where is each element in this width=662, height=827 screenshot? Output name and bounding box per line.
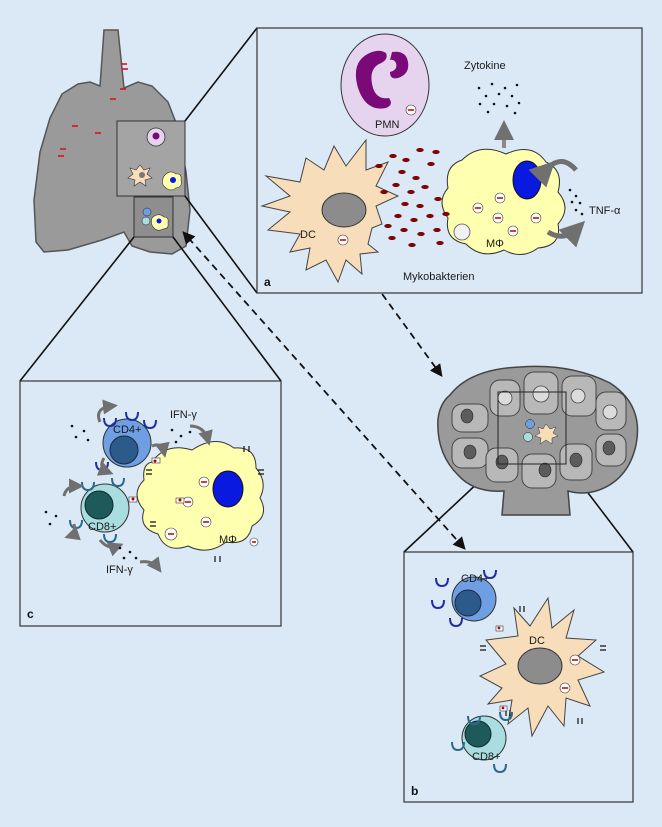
phagosomes-a: [472, 192, 542, 237]
tnf-arrow-upper: [528, 159, 578, 188]
cd8-b-label: CD8+: [472, 751, 500, 763]
lymph-open-centers: [497, 385, 618, 420]
lung-overview: [33, 29, 191, 255]
dendritic-cell-a: DC: [260, 138, 400, 284]
macrophage-c-label: MΦ: [219, 534, 237, 546]
panel-b: DC CD4+ CD8+: [403, 551, 634, 803]
ifn-label-c-1: IFN-γ: [170, 409, 197, 421]
synapse-bacteria-b: [495, 625, 508, 712]
dc-a-label: DC: [300, 229, 316, 241]
cd4-c-label: CD4+: [113, 424, 141, 436]
lymph-zoom-box: [497, 391, 567, 465]
cd8-c-label: CD8+: [88, 521, 116, 533]
cd8-tcell-c: CD8+: [69, 477, 130, 544]
mykobakterien-label: Mykobakterien: [403, 271, 475, 283]
lymph-germinal-centers: [460, 408, 616, 478]
dc-a-nucleus: [321, 192, 367, 228]
tnf-dots: [568, 188, 584, 216]
pmn-cell: PMN: [340, 33, 430, 137]
cd4-tcell-c: CD4+: [95, 411, 157, 472]
cd4-b-label: CD4+: [461, 573, 489, 585]
panel-a-letter: a: [264, 275, 271, 289]
cd8-tcell-b: CD8+: [451, 711, 513, 774]
dc-b-label: DC: [529, 635, 545, 647]
macrophage-a-label: MΦ: [486, 238, 504, 250]
zytokine-label: Zytokine: [464, 60, 506, 72]
phagosomes-c: [164, 476, 259, 547]
dc-b-nucleus: [517, 647, 563, 685]
tnf-label: TNF-α: [589, 205, 621, 217]
macrophage-c-nucleus: [212, 470, 244, 508]
lymph-node: [437, 365, 639, 516]
macrophage-c: [136, 441, 265, 551]
tnf-arrow-lower: [546, 220, 586, 248]
macrophage-a-nucleus: [512, 160, 542, 200]
cytokine-dots: [477, 82, 521, 115]
cd4-tcell-b: CD4+: [431, 569, 497, 628]
panel-c-letter: c: [27, 607, 34, 621]
mycobacteria-cloud: [375, 147, 450, 248]
ifn-dots-c: [44, 424, 192, 560]
panel-b-letter: b: [411, 784, 418, 798]
migration-arrows: [182, 231, 466, 550]
panel-c: MΦ CD4+ CD8+: [19, 380, 282, 627]
macrophage-c-receptors: [146, 446, 264, 562]
pmn-label: PMN: [375, 119, 400, 131]
dendritic-cell-b: DC: [478, 596, 606, 738]
synapse-bacteria-c: [128, 457, 185, 504]
ifn-arrows: [62, 399, 213, 573]
panel-a: PMN Zytokine MΦ: [256, 27, 643, 294]
ifn-label-c-2: IFN-γ: [106, 564, 133, 576]
